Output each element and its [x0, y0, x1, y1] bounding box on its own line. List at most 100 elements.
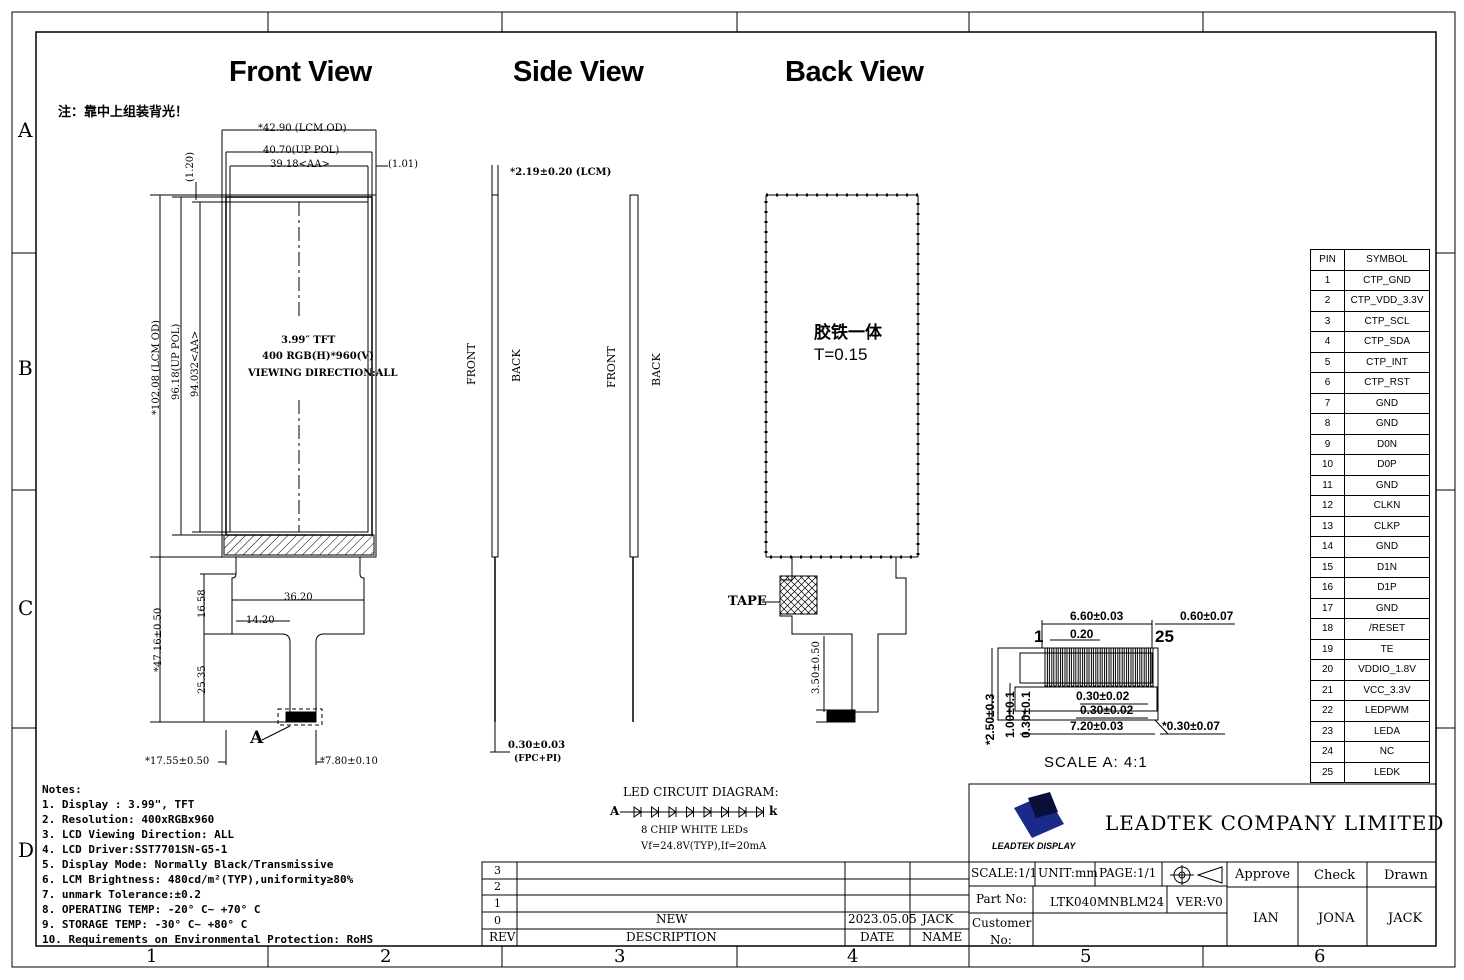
rev-col-date: DATE: [860, 930, 895, 944]
side-front-label-2: FRONT: [605, 346, 618, 388]
pin-symbol: GND: [1344, 392, 1430, 414]
pin-symbol: CTP_SDA: [1344, 331, 1430, 353]
pin-number: 9: [1310, 433, 1345, 455]
pin-symbol: TE: [1344, 638, 1430, 660]
dim-fpc-offset: 14.20: [246, 615, 275, 626]
dim-fpc-width: 36.20: [284, 592, 313, 603]
notes-title: Notes:: [42, 783, 82, 796]
detail-width-1: 6.60±0.03: [1070, 609, 1124, 623]
led-chain: [620, 806, 765, 818]
side-fpc-thickness: 0.30±0.03: [508, 740, 566, 751]
connector-finger: [1088, 647, 1092, 687]
back-fpc-dim: 3.50±0.50: [811, 641, 822, 694]
led-diode: [721, 806, 730, 818]
pin-number: 15: [1310, 556, 1345, 578]
dim-fpc-a: 16.58: [197, 589, 208, 618]
part-no-value: LTK040MNBLM24: [1050, 895, 1164, 909]
pin-symbol: GND: [1344, 413, 1430, 435]
dim-fpc-total: *47.16±0.50: [153, 607, 164, 672]
pin-number: 20: [1310, 659, 1345, 681]
pin-symbol: LEDA: [1344, 720, 1430, 742]
grid-col-4: 4: [847, 946, 859, 967]
pin-symbol: GND: [1344, 597, 1430, 619]
page-label: PAGE:1/1: [1099, 866, 1157, 880]
pin-symbol: CTP_GND: [1344, 269, 1430, 291]
company-name: LEADTEK COMPANY LIMITED: [1105, 811, 1445, 835]
connector-finger: [1057, 647, 1062, 687]
pin-symbol: CTP_INT: [1344, 351, 1430, 373]
rev-date: 2023.05.05: [848, 912, 917, 926]
detail-pitch: 0.20: [1070, 627, 1094, 641]
pin-symbol: VDDIO_1.8V: [1344, 659, 1430, 681]
pin-symbol: CTP_VDD_3.3V: [1344, 290, 1430, 312]
pin-symbol: VCC_3.3V: [1344, 679, 1430, 701]
pin-number: 24: [1310, 741, 1345, 763]
pin-number: 25: [1310, 761, 1345, 783]
connector-finger: [1075, 647, 1079, 687]
detail-pin25: 25: [1155, 627, 1174, 646]
connector-finger: [1097, 647, 1101, 687]
grid-col-3: 3: [614, 946, 626, 967]
side-front-label-1: FRONT: [465, 343, 478, 385]
pin-number: 1: [1310, 269, 1345, 291]
detail-v2: 1.00±0.1: [1003, 691, 1017, 738]
note-item: 6. LCM Brightness: 480cd/m²(TYP),uniform…: [42, 873, 354, 886]
led-diode: [686, 806, 695, 818]
screen-size-label: 3.99″ TFT: [281, 335, 336, 346]
pin-number: 11: [1310, 474, 1345, 496]
pin-table-header: PIN SYMBOL: [1310, 249, 1430, 271]
note-item: 10. Requirements on Environmental Protec…: [42, 933, 374, 946]
note-item: 7. unmark Tolerance:±0.2: [42, 888, 201, 901]
back-view-title: Back View: [785, 56, 924, 88]
drawn-name: JACK: [1388, 911, 1423, 926]
dim-aa-width: 39.18<AA>: [270, 159, 330, 170]
note-item: 3. LCD Viewing Direction: ALL: [42, 828, 235, 841]
side-thickness: *2.19±0.20 (LCM): [510, 167, 612, 178]
grid-col-6: 6: [1314, 946, 1326, 967]
note-item: 9. STORAGE TEMP: -30° C~ +80° C: [42, 918, 248, 931]
led-diode: [738, 806, 747, 818]
side-fpc-note: (FPC+PI): [514, 754, 562, 764]
connector-finger: [1092, 647, 1097, 687]
symbol-header: SYMBOL: [1344, 249, 1430, 271]
scale-label: SCALE:1/1: [971, 866, 1038, 880]
connector-finger: [1070, 647, 1075, 687]
title-block-grid: [968, 783, 1437, 947]
grid-row-c: C: [18, 596, 34, 620]
pin-number: 16: [1310, 577, 1345, 599]
pin-symbol: D1N: [1344, 556, 1430, 578]
dim-fpc-b: 25.35: [197, 665, 208, 694]
connector-finger: [1101, 647, 1106, 687]
assembly-note: 注：靠中上组装背光！: [58, 105, 189, 120]
pin-number: 4: [1310, 331, 1345, 353]
pin-number: 21: [1310, 679, 1345, 701]
logo-text: LEADTEK DISPLAY: [992, 841, 1076, 851]
connector-finger: [1128, 647, 1132, 687]
detail-a-callout: A: [250, 728, 264, 748]
dim-right-gap: (1.01): [388, 159, 419, 170]
connector-finger: [1123, 647, 1128, 687]
leadtek-logo: [1014, 792, 1064, 838]
revision-grid: [481, 861, 970, 947]
detail-pin1: 1: [1034, 627, 1044, 646]
dim-up-pol-width: 40.70(UP POL): [263, 145, 340, 156]
connector-finger: [1114, 647, 1119, 687]
